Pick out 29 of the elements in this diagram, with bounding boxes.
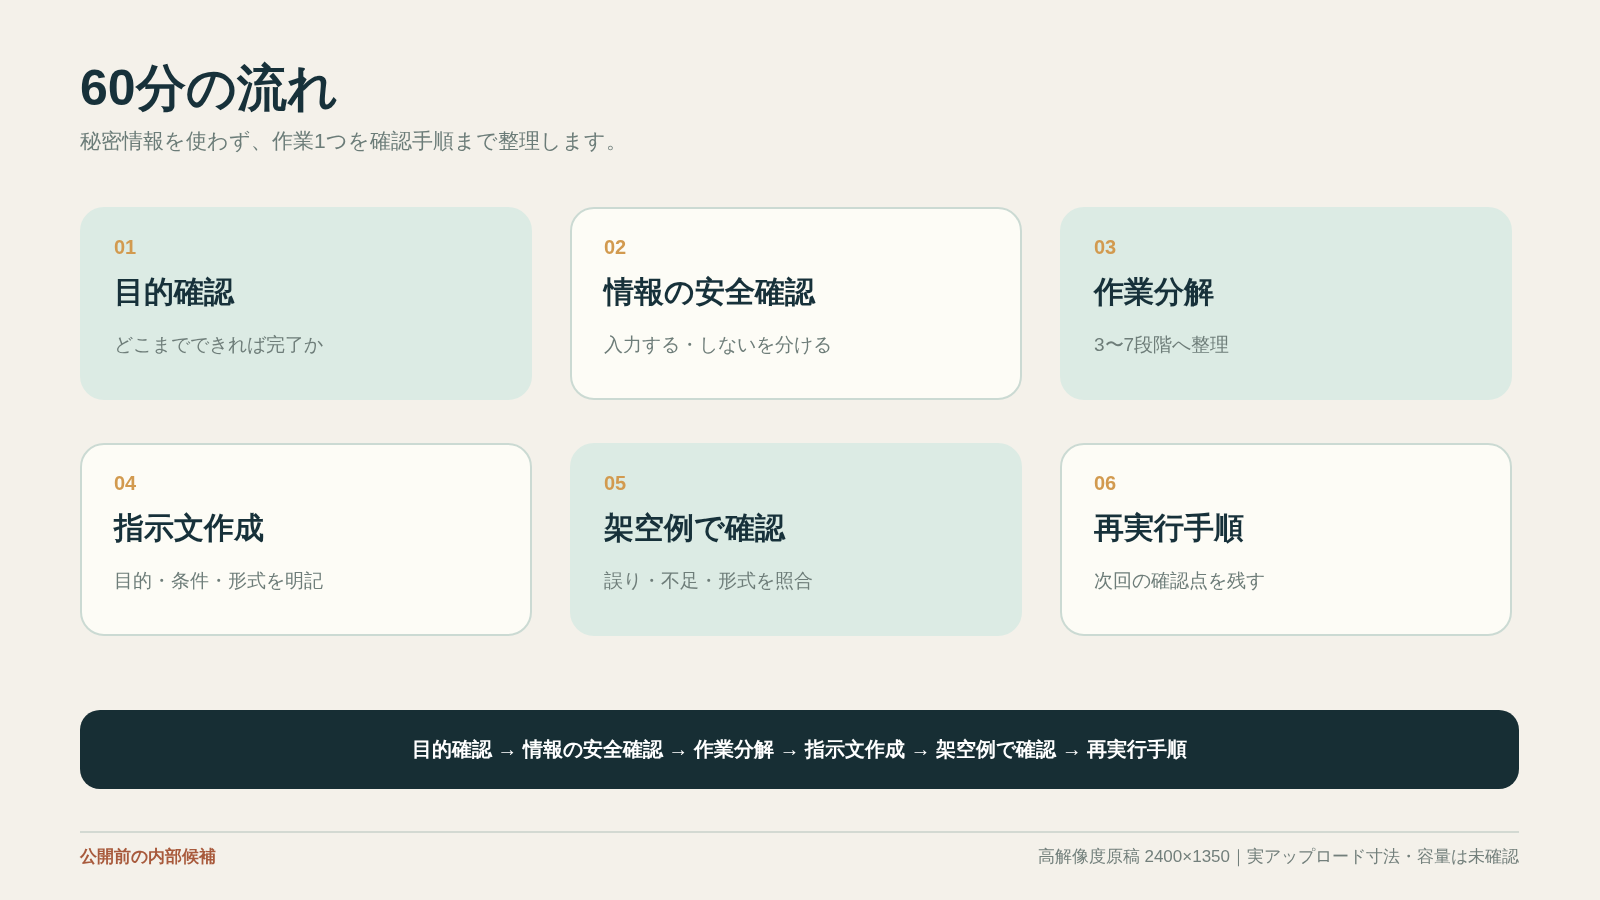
step-number: 06 (1094, 471, 1117, 495)
step-number: 04 (114, 471, 137, 495)
step-card (80, 443, 532, 636)
step-description: どこまでできれば完了か (114, 333, 323, 357)
footer-note: 高解像度原稿 2400×1350｜実アップロード寸法・容量は未確認 (1037, 846, 1519, 868)
page-title: 60分の流れ (80, 59, 338, 118)
step-card (80, 207, 532, 400)
step-title: 情報の安全確認 (604, 274, 815, 310)
step-number: 01 (114, 235, 137, 259)
step-description: 次回の確認点を残す (1094, 569, 1265, 593)
step-description: 誤り・不足・形式を照合 (604, 569, 813, 593)
step-description: 目的・条件・形式を明記 (114, 569, 323, 593)
flow-summary-banner: 目的確認 → 情報の安全確認 → 作業分解 → 指示文作成 → 架空例で確認 → 再実行手順 (80, 710, 1519, 789)
step-number: 02 (604, 235, 627, 259)
step-description: 入力する・しないを分ける (604, 333, 832, 357)
step-title: 架空例で確認 (604, 510, 785, 546)
footer-note: 公開前の内部候補 (80, 846, 216, 868)
step-card (1060, 443, 1512, 636)
subtitle: 秘密情報を使わず、作業1つを確認手順まで整理します。 (80, 128, 627, 154)
step-title: 目的確認 (114, 274, 234, 310)
step-card (1060, 207, 1512, 400)
step-description: 3〜7段階へ整理 (1094, 333, 1230, 357)
step-title: 再実行手順 (1094, 510, 1244, 546)
step-number: 05 (604, 471, 627, 495)
step-title: 作業分解 (1094, 274, 1214, 310)
step-card (570, 207, 1022, 400)
step-title: 指示文作成 (114, 510, 264, 546)
step-number: 03 (1094, 235, 1117, 259)
step-card (570, 443, 1022, 636)
